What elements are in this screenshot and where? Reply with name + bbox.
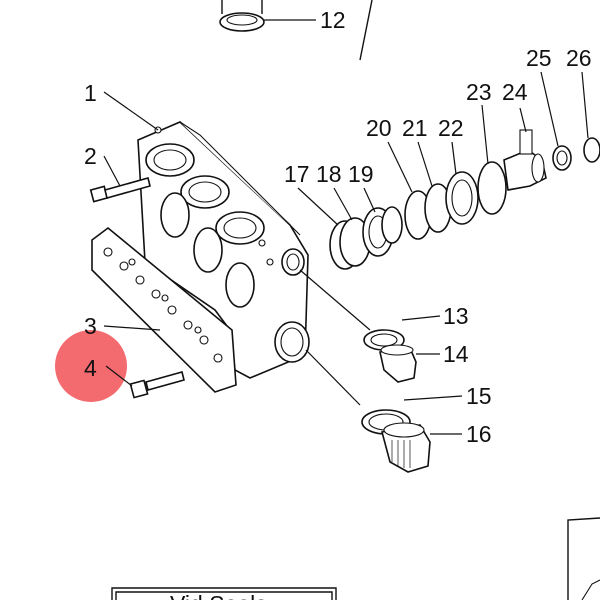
- frame-bottom-right: [567, 517, 600, 600]
- label-4[interactable]: 4: [84, 355, 97, 381]
- label-17[interactable]: 17: [284, 161, 310, 187]
- label-21[interactable]: 21: [402, 115, 428, 141]
- label-20[interactable]: 20: [366, 115, 392, 141]
- label-16[interactable]: 16: [466, 421, 492, 447]
- leader-13: [401, 315, 441, 321]
- part-26-ring: [583, 137, 600, 163]
- part-17-19-valve: [329, 206, 403, 270]
- label-24[interactable]: 24: [502, 79, 528, 105]
- highlight-marker[interactable]: [55, 330, 127, 402]
- leader-19: [363, 187, 376, 213]
- leader-15: [403, 395, 463, 401]
- part-4-bolt[interactable]: [129, 371, 185, 399]
- explode-line-upper: [299, 269, 371, 331]
- leader-17: [297, 187, 339, 226]
- bottom-box-text: Vid Seals: [170, 591, 267, 600]
- label-15[interactable]: 15: [466, 383, 492, 409]
- label-18[interactable]: 18: [316, 161, 342, 187]
- part-3-gasket: [91, 226, 237, 393]
- leader-1: [103, 91, 159, 131]
- label-19[interactable]: 19: [348, 161, 374, 187]
- leader-24: [519, 107, 527, 133]
- leader-18: [333, 187, 353, 221]
- part-16-plug: [381, 422, 431, 473]
- label-26[interactable]: 26: [566, 45, 592, 71]
- part-1-manifold: [137, 121, 310, 379]
- part-2-bolt: [89, 177, 151, 203]
- part-24-fitting: [503, 129, 547, 191]
- bottom-box: [111, 587, 337, 600]
- label-13[interactable]: 13: [443, 303, 469, 329]
- leader-2: [103, 155, 121, 187]
- frame-line-top: [359, 0, 373, 61]
- explode-line-lower: [305, 349, 361, 406]
- label-1[interactable]: 1: [84, 80, 97, 106]
- label-14[interactable]: 14: [443, 341, 469, 367]
- leader-25: [540, 71, 559, 147]
- part-12-drawing: [219, 0, 265, 32]
- leader-23: [481, 104, 489, 165]
- label-3[interactable]: 3: [84, 313, 97, 339]
- leader-3: [103, 325, 161, 331]
- leader-4: [105, 365, 133, 387]
- label-2[interactable]: 2: [84, 143, 97, 169]
- leader-26: [581, 71, 589, 139]
- label-22[interactable]: 22: [438, 115, 464, 141]
- label-12[interactable]: 12: [320, 7, 346, 33]
- leader-20: [387, 141, 413, 193]
- part-14-plug: [379, 344, 417, 383]
- leader-22: [451, 141, 457, 175]
- leader-21: [417, 141, 433, 187]
- label-23[interactable]: 23: [466, 79, 492, 105]
- part-20-23-rings: [404, 161, 507, 240]
- label-25[interactable]: 25: [526, 45, 552, 71]
